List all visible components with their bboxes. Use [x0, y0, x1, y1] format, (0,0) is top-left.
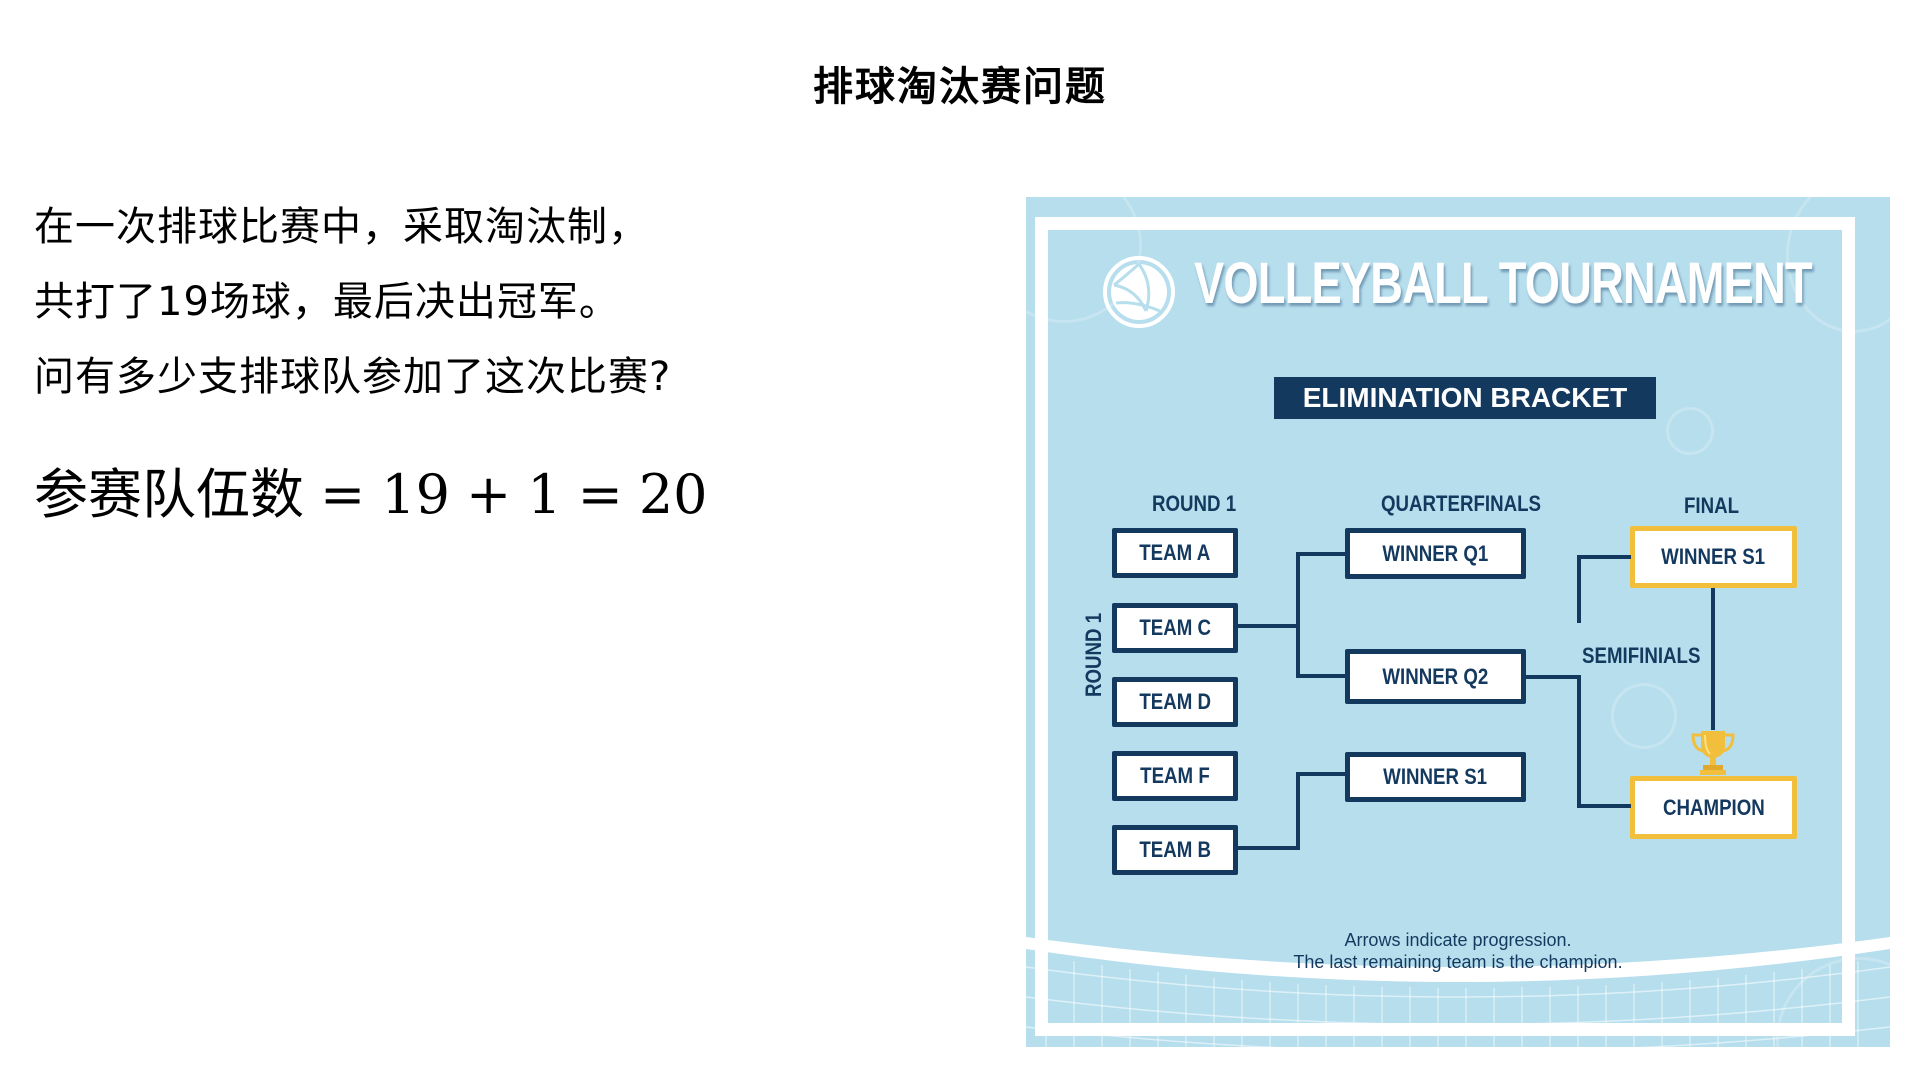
final-box: WINNER S1 — [1630, 526, 1797, 588]
connector-line — [1296, 552, 1346, 556]
team-box: TEAM B — [1112, 825, 1238, 875]
volleyball-icon — [1103, 256, 1175, 328]
round1-column-label: ROUND 1 — [1152, 491, 1237, 516]
equals-sign-2: = — [577, 463, 623, 526]
round1-side-label: ROUND 1 — [1081, 612, 1106, 697]
formula-term-2: 1 — [527, 463, 562, 526]
connector-line — [1577, 555, 1631, 559]
question-line-1: 在一次排球比赛中，采取淘汰制， — [34, 204, 649, 250]
final-column-label: FINAL — [1684, 493, 1740, 518]
decorative-ball-icon — [1666, 407, 1714, 455]
equals-sign: = — [320, 463, 366, 526]
semifinals-column-label: SEMIFINIALS — [1582, 643, 1701, 668]
connector-line — [1577, 675, 1581, 808]
bracket-infographic: VOLLEYBALL TOURNAMENT ELIMINATION BRACKE… — [1026, 197, 1890, 1047]
formula-label: 参赛队伍数 — [34, 463, 304, 526]
question-line-3: 问有多少支排球队参加了这次比赛? — [34, 354, 672, 400]
question-text: 在一次排球比赛中，采取淘汰制， 共打了19场球，最后决出冠军。 问有多少支排球队… — [34, 190, 671, 415]
connector-line — [1296, 772, 1346, 776]
trophy-icon — [1691, 731, 1735, 775]
quarterfinals-column-label: QUARTERFINALS — [1381, 491, 1541, 516]
page-title: 排球淘汰赛问题 — [813, 64, 1107, 110]
quarterfinal-box: WINNER Q1 — [1345, 528, 1526, 579]
connector-line — [1296, 552, 1300, 677]
infographic-title: VOLLEYBALL TOURNAMENT — [1194, 251, 1813, 316]
connector-line — [1577, 804, 1631, 808]
footnote-line-2: The last remaining team is the champion. — [1293, 952, 1623, 972]
answer-formula: 参赛队伍数=19+1=20 — [34, 450, 708, 529]
decorative-ball-icon — [1611, 683, 1677, 749]
team-box: TEAM F — [1112, 751, 1238, 801]
connector-line — [1296, 772, 1300, 850]
connector-line — [1296, 674, 1346, 678]
footnote-line-1: Arrows indicate progression. — [1344, 930, 1572, 950]
formula-result: 20 — [638, 463, 708, 526]
infographic-subtitle: ELIMINATION BRACKET — [1274, 377, 1656, 419]
team-box: TEAM C — [1112, 603, 1238, 653]
plus-sign: + — [465, 463, 512, 526]
team-box: TEAM D — [1112, 677, 1238, 727]
connector-line — [1526, 675, 1581, 679]
white-frame-border — [1035, 217, 1855, 1036]
question-line-2: 共打了19场球，最后决出冠军。 — [34, 279, 620, 325]
quarterfinal-box: WINNER S1 — [1345, 752, 1526, 802]
connector-line — [1711, 588, 1715, 730]
formula-term-1: 19 — [381, 463, 450, 526]
connector-line — [1238, 624, 1298, 628]
connector-line — [1238, 846, 1300, 850]
team-box: TEAM A — [1112, 528, 1238, 578]
connector-line — [1577, 555, 1581, 623]
quarterfinal-box: WINNER Q2 — [1345, 649, 1526, 704]
champion-box: CHAMPION — [1630, 776, 1797, 839]
